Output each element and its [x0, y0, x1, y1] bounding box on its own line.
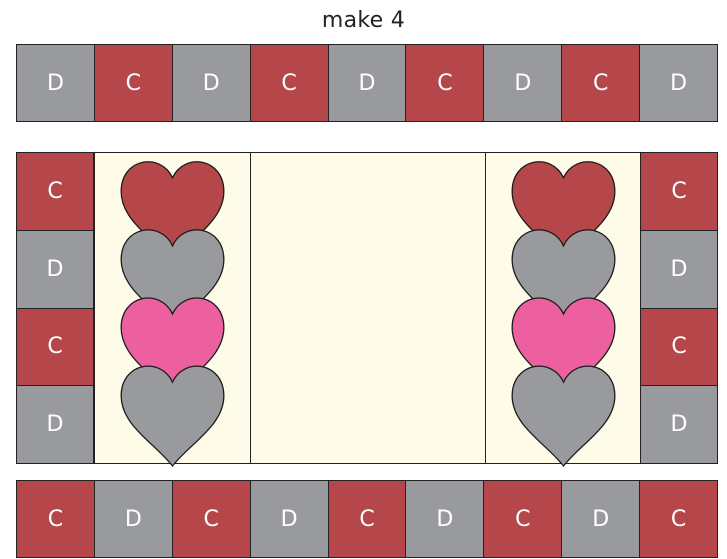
- right-column-square-c: C: [641, 309, 717, 387]
- left-column-square-c: C: [17, 153, 93, 231]
- bottom-strip-square-d: D: [251, 481, 329, 557]
- left-column-square-d: D: [17, 386, 93, 463]
- right-heart-column: [486, 153, 641, 463]
- right-column-square-d: D: [641, 231, 717, 309]
- top-strip-square-c: C: [251, 45, 329, 121]
- top-strip-square-d: D: [173, 45, 251, 121]
- left-heart-panel: [94, 152, 251, 464]
- right-column-square-c: C: [641, 153, 717, 231]
- left-gray-heart: [121, 366, 224, 466]
- top-strip-square-d: D: [17, 45, 95, 121]
- right-column-square-d: D: [641, 386, 717, 463]
- bottom-strip-square-c: C: [173, 481, 251, 557]
- top-strip-square-c: C: [95, 45, 173, 121]
- top-strip-square-d: D: [484, 45, 562, 121]
- left-column-square-c: C: [17, 309, 93, 387]
- bottom-strip-square-d: D: [562, 481, 640, 557]
- top-strip-square-c: C: [562, 45, 640, 121]
- bottom-strip-square-d: D: [406, 481, 484, 557]
- diagram-title: make 4: [0, 8, 727, 33]
- bottom-strip-square-c: C: [17, 481, 95, 557]
- bottom-strip-square-c: C: [640, 481, 717, 557]
- right-heart-panel: [485, 152, 642, 464]
- top-strip-square-c: C: [406, 45, 484, 121]
- left-heart-column: [95, 153, 250, 463]
- top-strip-square-d: D: [640, 45, 717, 121]
- bottom-strip-square-c: C: [484, 481, 562, 557]
- bottom-strip-square-c: C: [329, 481, 407, 557]
- center-panel: [250, 152, 486, 464]
- bottom-strip-square-d: D: [95, 481, 173, 557]
- top-strip-square-d: D: [329, 45, 407, 121]
- left-column-square-d: D: [17, 231, 93, 309]
- right-gray-heart: [512, 366, 615, 466]
